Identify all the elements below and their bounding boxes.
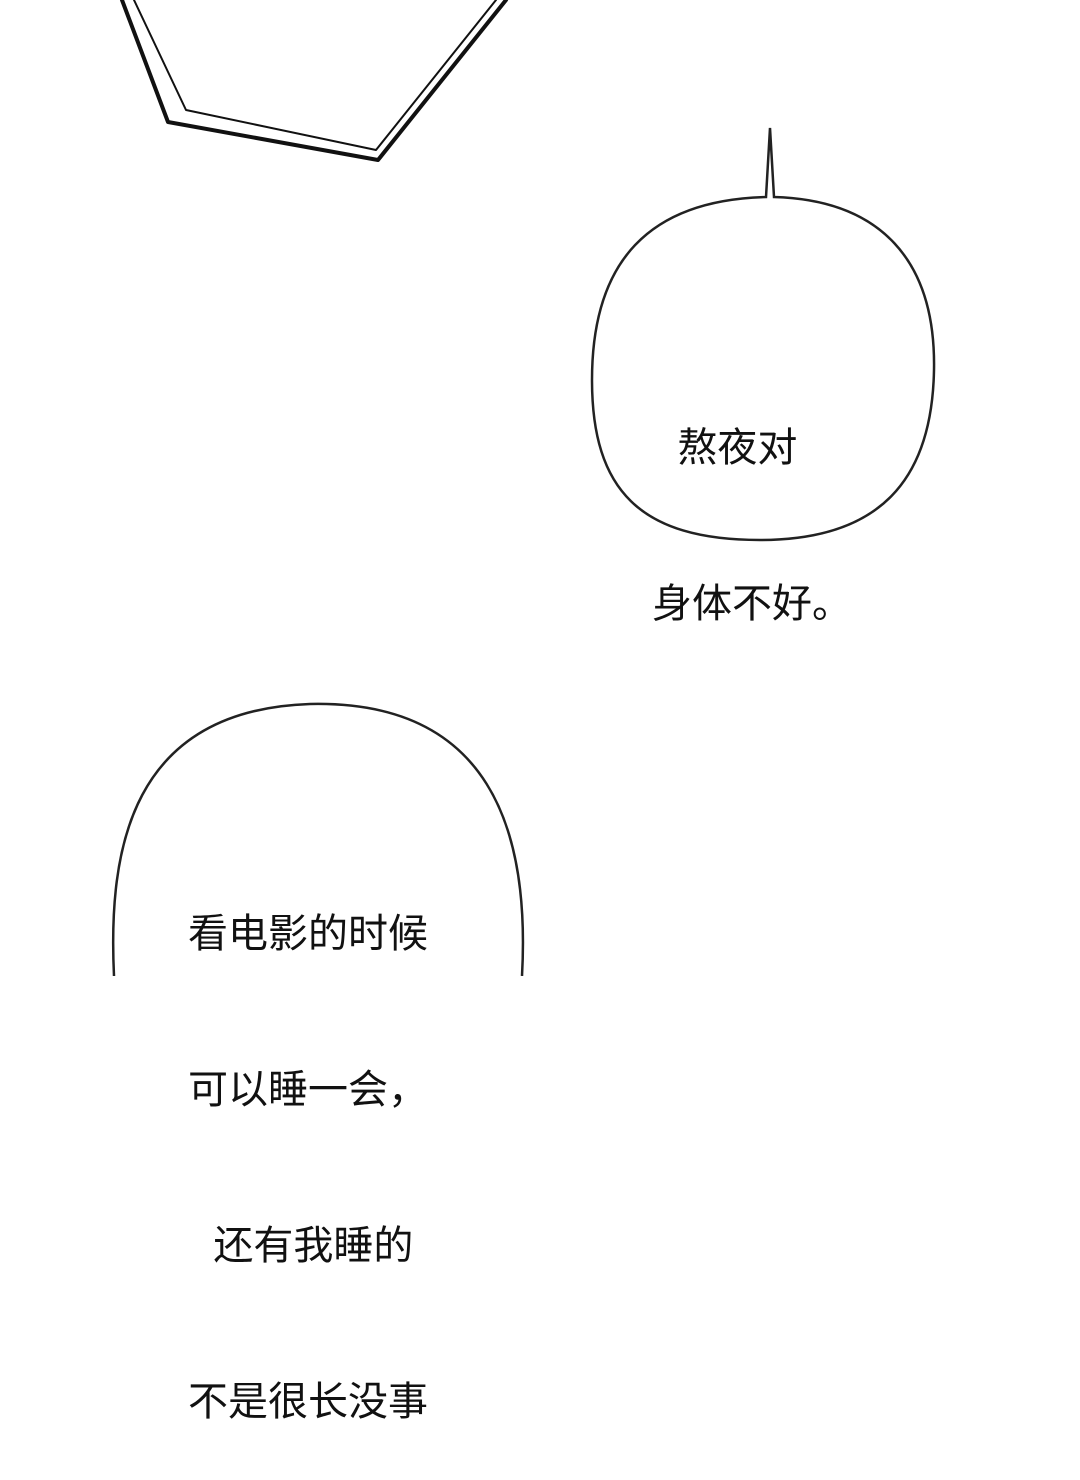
bubble-line: 身体不好。 (652, 581, 852, 627)
bubble-line: 看电影的时候 (188, 911, 428, 957)
bubble-line: 可以睡一会， (188, 1067, 428, 1113)
frame-shape (120, 0, 508, 162)
speech-bubble-top-right (590, 127, 936, 542)
panel-artwork (111, 0, 936, 976)
bubble-text-top-right: 熬夜对 身体不好。 (652, 318, 852, 682)
bubble-text-bottom-left: 看电影的时候 可以睡一会， 还有我睡的 不是很长没事 (188, 804, 428, 1480)
bubble-line: 还有我睡的 (188, 1223, 414, 1269)
bubble-line: 不是很长没事 (188, 1379, 428, 1425)
bubble-line: 熬夜对 (652, 425, 798, 471)
speech-bubble-bottom-left (111, 702, 525, 976)
